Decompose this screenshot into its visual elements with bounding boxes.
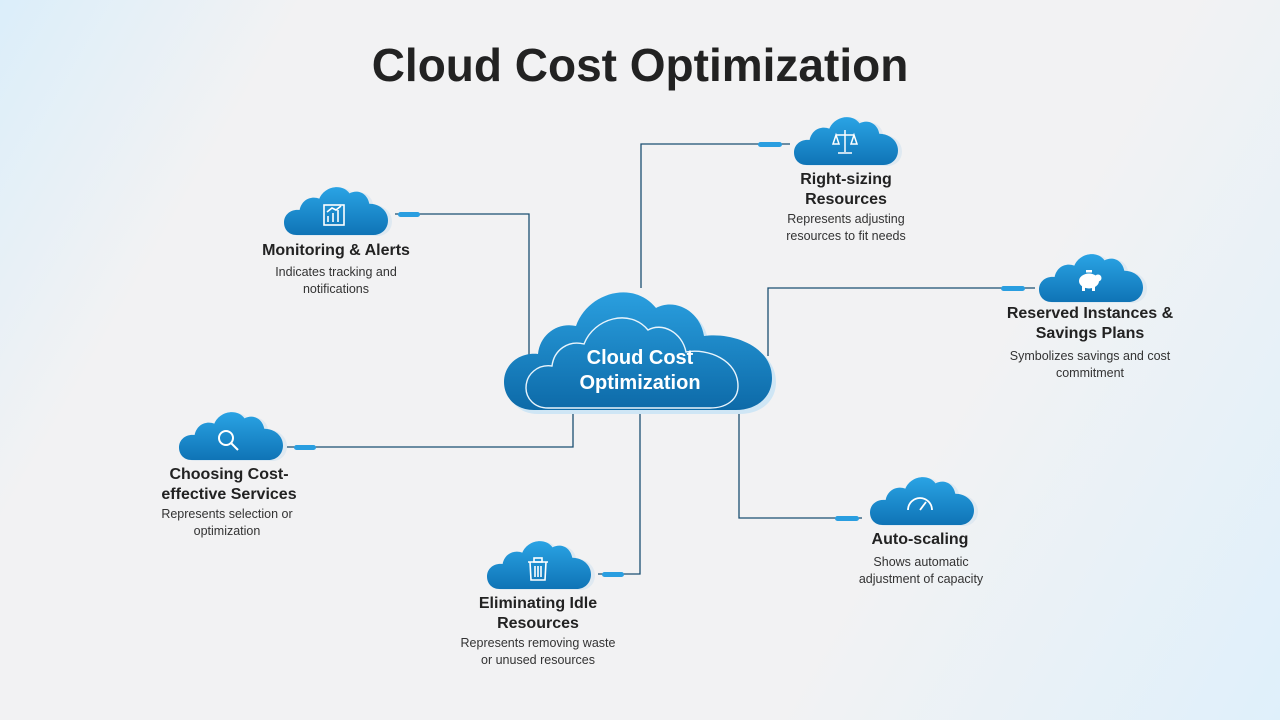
node-desc-choosing: Represents selection or optimization <box>127 506 327 540</box>
cloud-monitoring <box>284 187 392 236</box>
node-desc-eliminating: Represents removing waste or unused reso… <box>438 635 638 669</box>
connector-monitoring <box>395 213 530 356</box>
trash-can-icon <box>528 557 548 581</box>
node-title-line: Savings Plans <box>1035 325 1145 342</box>
accent-monitoring <box>398 212 420 217</box>
node-desc-right-sizing: Represents adjusting resources to fit ne… <box>746 211 946 245</box>
cloud-eliminating <box>487 541 595 590</box>
node-desc-line: notifications <box>302 282 369 296</box>
node-desc-line: commitment <box>1055 366 1125 380</box>
slide-title: Cloud Cost Optimization <box>371 39 909 91</box>
node-desc-auto-scaling: Shows automatic adjustment of capacity <box>821 554 1021 588</box>
node-title-line: Reserved Instances & <box>1006 305 1174 322</box>
magnifier-icon <box>218 430 239 451</box>
node-title-auto-scaling: Auto-scaling <box>800 530 1040 550</box>
node-desc-line: Symbolizes savings and cost <box>1009 349 1171 363</box>
node-desc-line: adjustment of capacity <box>858 572 984 586</box>
connector-lines <box>285 143 1035 575</box>
node-title-line: Eliminating Idle <box>478 595 598 612</box>
connector-auto-scaling <box>738 414 862 519</box>
cloud-auto-scaling <box>870 477 978 526</box>
node-desc-monitoring: Indicates tracking and notifications <box>236 264 436 298</box>
center-label-line1: Cloud Cost <box>586 347 694 369</box>
accent-reserved <box>1001 286 1025 291</box>
cloud-reserved <box>1039 254 1147 303</box>
node-desc-line: Indicates tracking and <box>275 265 397 279</box>
node-desc-line: resources to fit needs <box>786 229 906 243</box>
cloud-right-sizing <box>794 117 902 166</box>
node-title-line: Monitoring & Alerts <box>262 242 410 259</box>
accent-auto-scaling <box>835 516 859 521</box>
node-title-line: Auto-scaling <box>871 531 969 548</box>
node-desc-line: optimization <box>193 524 261 538</box>
accent-choosing <box>294 445 316 450</box>
accent-eliminating <box>602 572 624 577</box>
connector-accents <box>294 142 1025 577</box>
node-title-right-sizing: Right-sizing Resources <box>726 170 966 210</box>
node-desc-line: or unused resources <box>481 653 595 667</box>
node-title-reserved: Reserved Instances & Savings Plans <box>970 304 1210 344</box>
node-title-line: Resources <box>497 615 579 632</box>
node-title-line: Right-sizing <box>800 171 892 188</box>
node-title-choosing: Choosing Cost- effective Services <box>109 465 349 505</box>
node-title-line: effective Services <box>161 486 297 503</box>
balance-scale-icon <box>831 130 859 154</box>
bar-chart-icon <box>323 204 345 226</box>
connector-right-sizing <box>640 143 790 288</box>
connector-reserved <box>767 287 1035 356</box>
center-label-line2: Optimization <box>579 372 701 394</box>
accent-right-sizing <box>758 142 782 147</box>
connector-choosing <box>285 414 574 448</box>
node-desc-line: Shows automatic <box>873 555 969 569</box>
connector-eliminating <box>598 414 641 575</box>
center-label: Cloud Cost Optimization <box>540 346 740 396</box>
piggy-bank-icon <box>1079 270 1102 291</box>
node-title-line: Choosing Cost- <box>169 466 289 483</box>
node-desc-line: Represents selection or <box>161 507 293 521</box>
node-title-eliminating: Eliminating Idle Resources <box>418 594 658 634</box>
center-cloud <box>504 292 776 414</box>
node-title-monitoring: Monitoring & Alerts <box>216 241 456 261</box>
cloud-choosing <box>179 412 287 461</box>
node-desc-line: Represents adjusting <box>787 212 905 226</box>
node-title-line: Resources <box>805 191 887 208</box>
speedometer-icon <box>907 497 933 511</box>
node-desc-line: Represents removing waste <box>460 636 616 650</box>
node-desc-reserved: Symbolizes savings and cost commitment <box>990 348 1190 382</box>
